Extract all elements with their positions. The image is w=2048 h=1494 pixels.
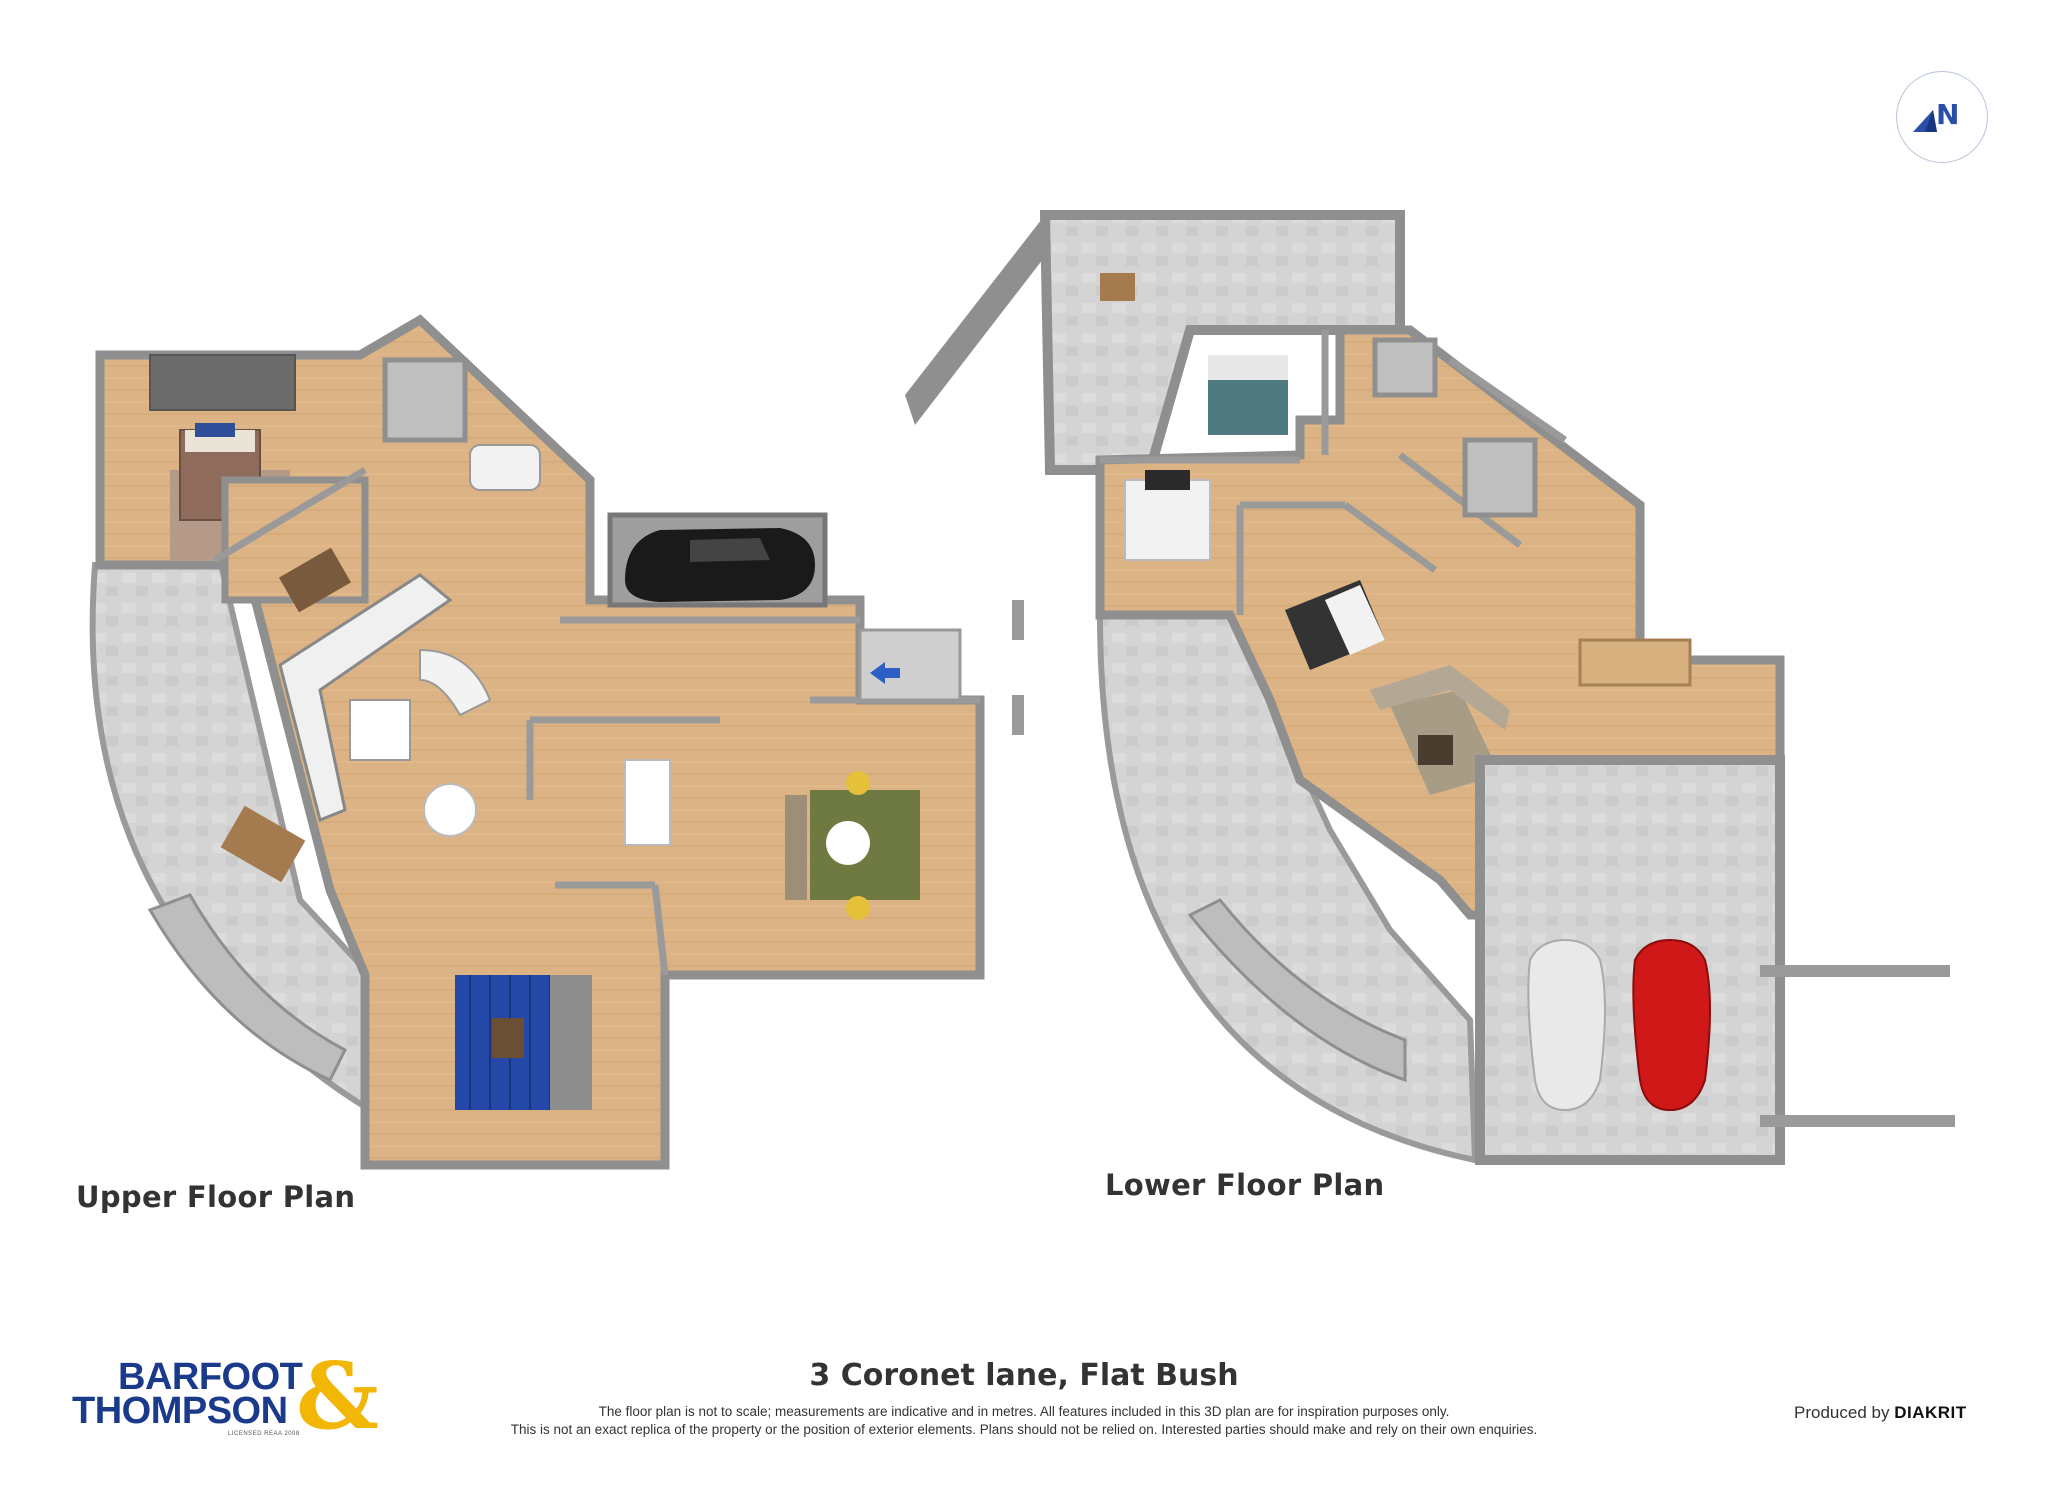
outdoor-table	[220, 805, 306, 883]
lower-bathroom	[1462, 437, 1538, 518]
upper-bathroom	[382, 357, 468, 443]
lower-floor-plan	[905, 210, 1955, 1165]
lower-ensuite	[1372, 337, 1438, 398]
lower-garage	[1475, 755, 1785, 1165]
brand-line-2: THOMPSON	[72, 1390, 288, 1432]
producer-prefix: Produced by	[1794, 1403, 1890, 1422]
lower-floor-label: Lower Floor Plan	[1105, 1168, 1385, 1202]
north-arrow-icon	[1913, 110, 1937, 132]
lounge-sofa	[785, 795, 807, 900]
upper-floor-plan	[89, 314, 985, 1170]
compass: N	[1896, 71, 1988, 163]
entry-arrow-icon	[870, 662, 900, 684]
disclaimer-line-2: This is not an exact replica of the prop…	[510, 1422, 1538, 1437]
brand-line-1: BARFOOT	[118, 1356, 303, 1398]
dining-table-round	[423, 783, 477, 837]
family-room-sofa	[550, 975, 592, 1110]
kitchen-curved-bench	[419, 648, 492, 717]
brand-ampersand: &	[296, 1342, 380, 1450]
upper-floor-label: Upper Floor Plan	[76, 1180, 356, 1214]
lower-bedroom-2-bed	[1124, 479, 1211, 561]
kitchen-island	[349, 699, 411, 761]
lower-terrace-wall	[905, 215, 1050, 425]
black-car	[625, 528, 815, 602]
disclaimer-line-1: The floor plan is not to scale; measurem…	[598, 1404, 1450, 1419]
upper-entry	[858, 628, 962, 702]
dining-table-long	[624, 759, 671, 846]
brand-licence: LICENSED REAA 2008	[228, 1431, 300, 1437]
lower-interior-stairs	[1578, 638, 1692, 687]
property-address: 3 Coronet lane, Flat Bush	[809, 1358, 1239, 1393]
brand-logo: BARFOOT THOMPSON & LICENSED REAA 2008	[70, 1350, 379, 1452]
lower-deck	[1096, 612, 1479, 1164]
red-car	[1632, 938, 1711, 1112]
producer-credit: Produced by DIAKRIT	[1794, 1403, 1967, 1423]
walk-in-wardrobe	[149, 354, 296, 411]
kitchen-counter	[278, 573, 453, 823]
upper-bath-tub	[469, 444, 541, 491]
lower-deck-stairs	[1187, 898, 1407, 1083]
lower-living-sofa	[1370, 665, 1510, 730]
upper-deck-stairs	[147, 893, 347, 1082]
producer-name: DIAKRIT	[1894, 1403, 1967, 1422]
compass-letter: N	[1936, 98, 1960, 131]
lounge-coffee-table	[826, 821, 870, 865]
white-car	[1527, 938, 1606, 1112]
